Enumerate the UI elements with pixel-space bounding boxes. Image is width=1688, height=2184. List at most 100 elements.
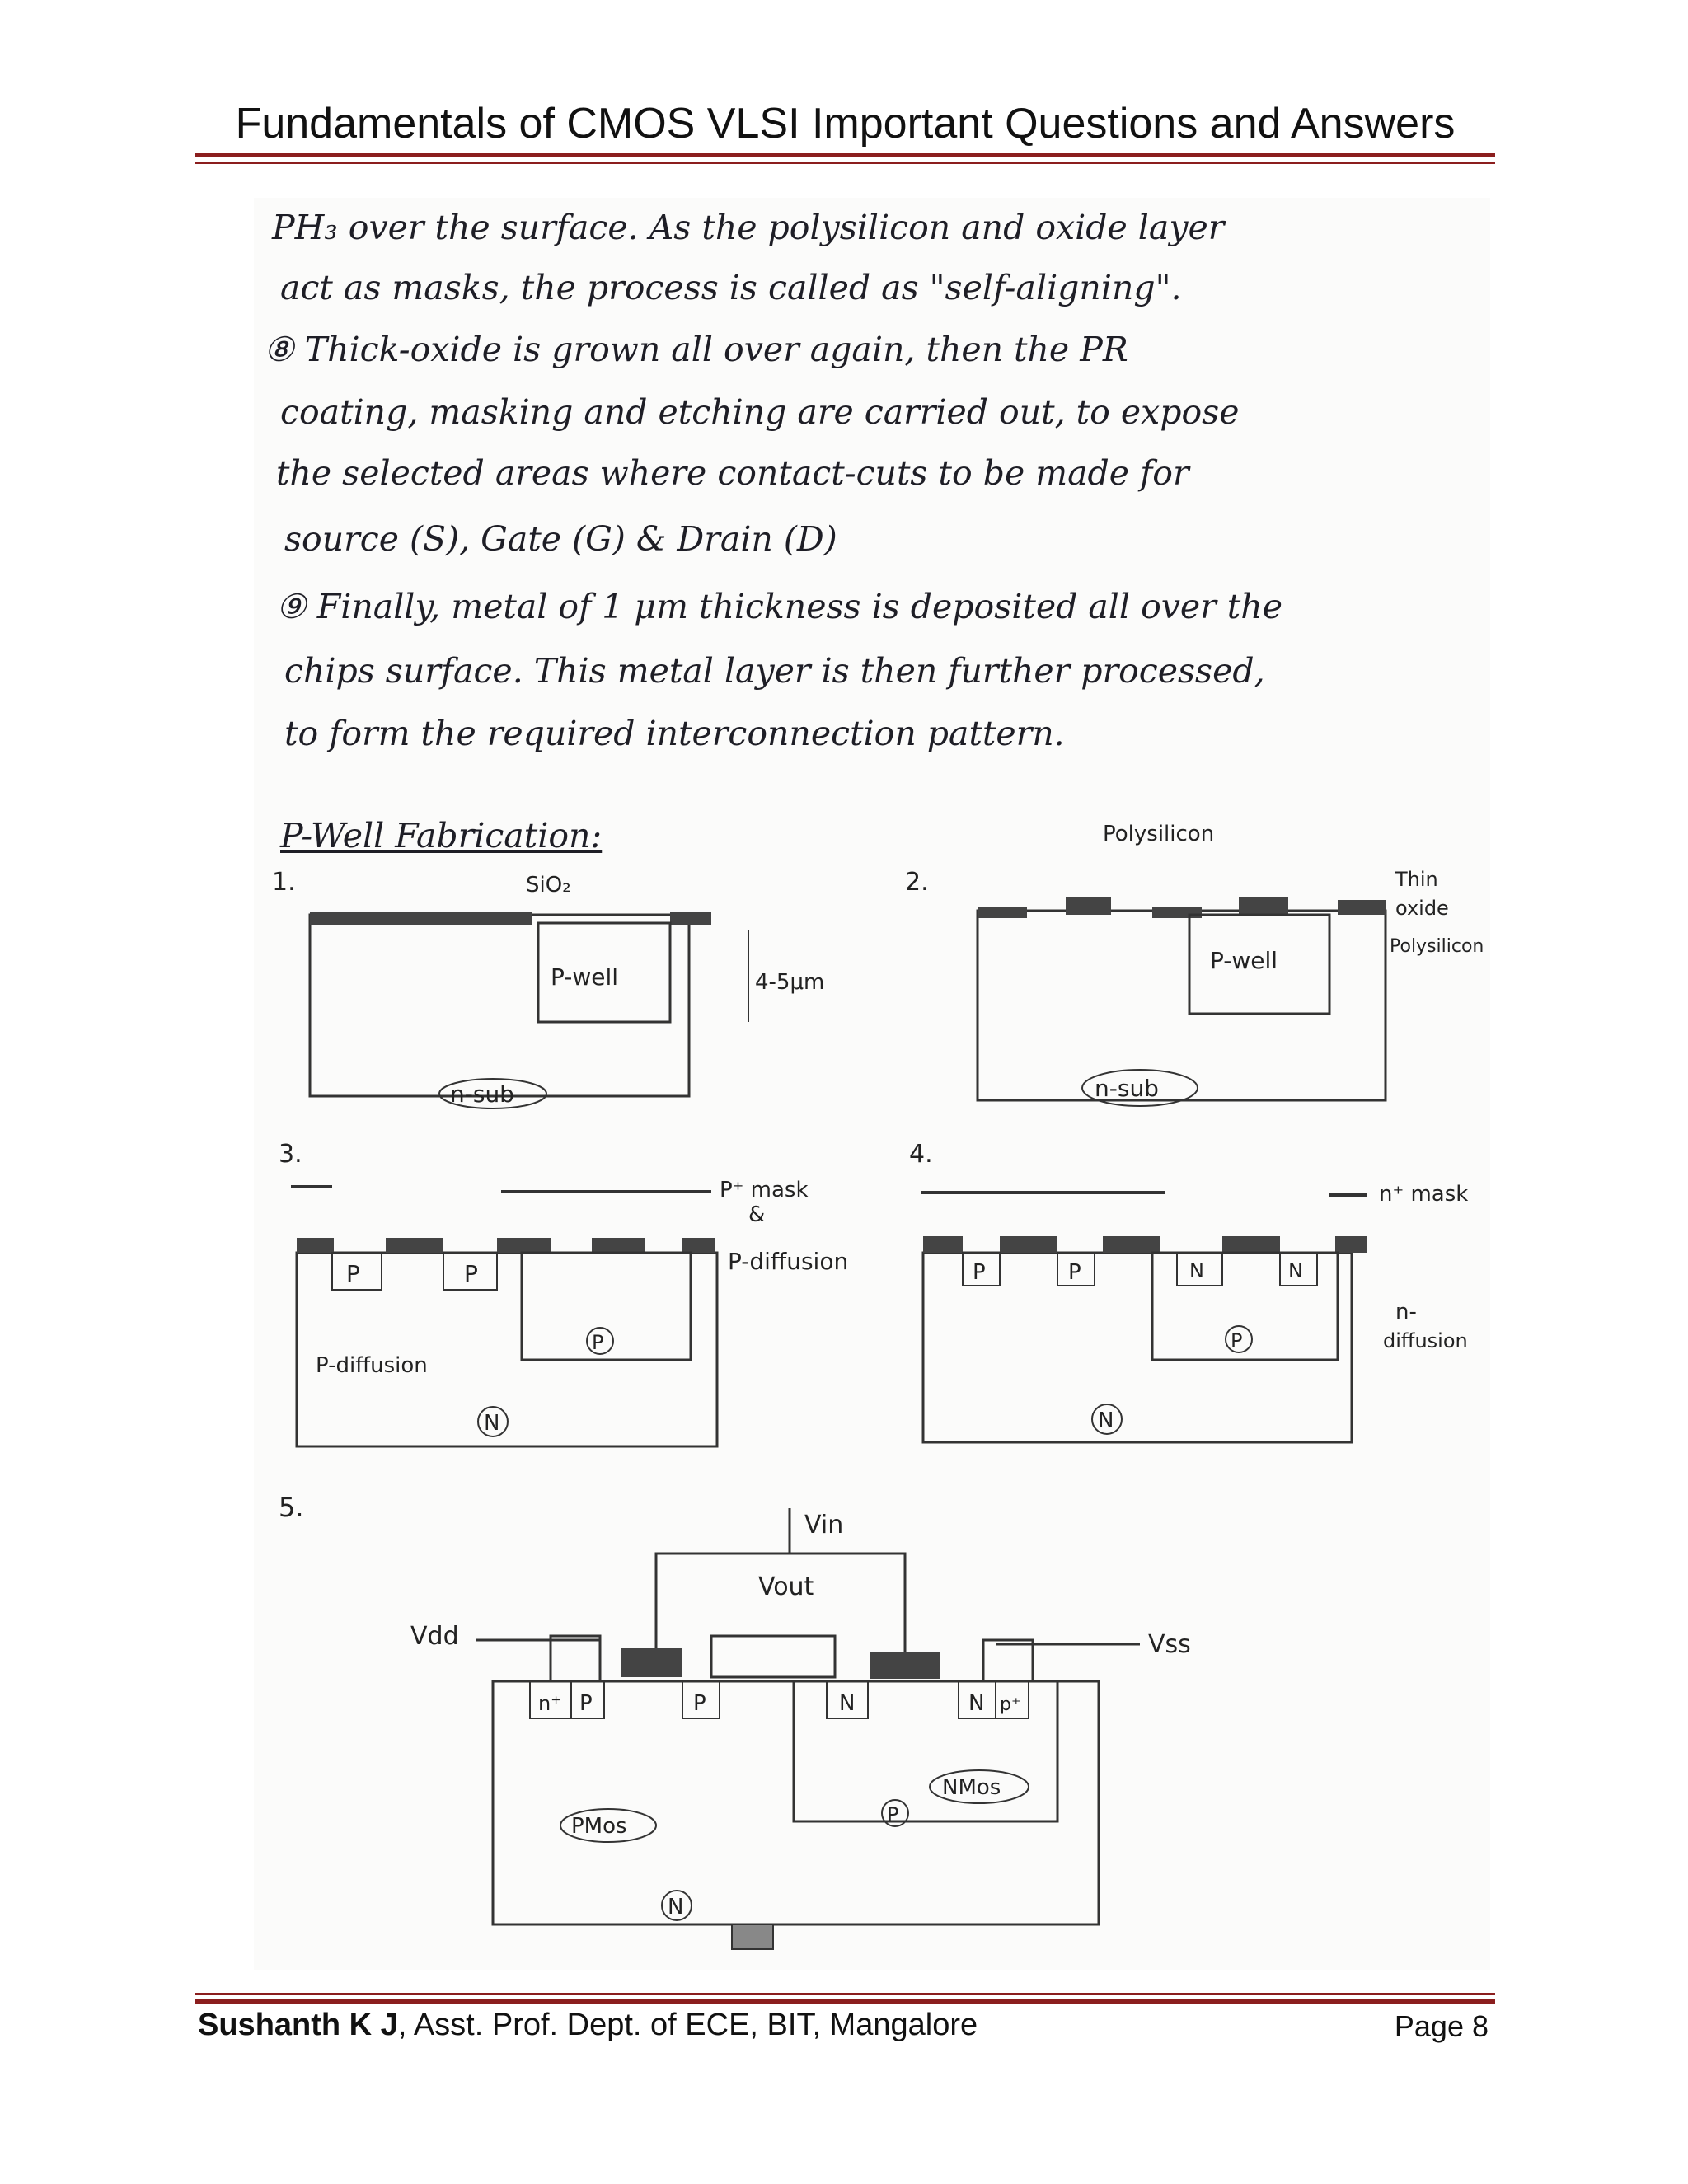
pmos-oval xyxy=(560,1808,657,1843)
diagram-2-number: 2. xyxy=(905,868,929,897)
body-contact xyxy=(731,1924,774,1950)
oxide-label: oxide xyxy=(1395,897,1449,920)
polysilicon-side-label: Polysilicon xyxy=(1390,936,1484,957)
n-label: N xyxy=(1288,1259,1303,1282)
diagram-4-number: 4. xyxy=(909,1140,933,1169)
footer-credit: Sushanth K J, Asst. Prof. Dept. of ECE, … xyxy=(198,2008,978,2043)
oxide xyxy=(1222,1236,1280,1253)
oxide xyxy=(923,1236,963,1253)
vss-label: Vss xyxy=(1148,1630,1191,1659)
header-rule-thin xyxy=(195,162,1495,164)
p-label: P xyxy=(579,1691,593,1716)
pplus-label: p⁺ xyxy=(1000,1694,1021,1715)
page-number: Page 8 xyxy=(1394,2009,1489,2043)
oxide xyxy=(1335,1236,1367,1253)
sub-circle xyxy=(661,1890,692,1921)
sub-circle xyxy=(477,1406,509,1437)
sub-label-oval xyxy=(1081,1069,1198,1107)
oxide xyxy=(1000,1236,1057,1253)
note-line: ⑨ Finally, metal of 1 μm thickness is de… xyxy=(276,587,1282,626)
n-diffusion-label: n- xyxy=(1395,1300,1417,1324)
sio2-label: SiO₂ xyxy=(526,873,571,898)
p-label: P xyxy=(464,1260,478,1287)
n-diffusion-label: diffusion xyxy=(1383,1329,1468,1352)
mask-label: P⁺ mask xyxy=(720,1178,809,1202)
substrate xyxy=(976,909,1387,1102)
oxide xyxy=(497,1238,551,1253)
note-line: to form the required interconnection pat… xyxy=(284,714,1065,753)
sub-label: N xyxy=(1098,1408,1114,1433)
pwell-label: P-well xyxy=(551,963,618,991)
p-label: P xyxy=(693,1691,706,1716)
pwell-circle xyxy=(586,1327,614,1355)
pplus-region xyxy=(995,1680,1029,1719)
pwell-label: P-well xyxy=(1210,947,1278,974)
p-label: P xyxy=(973,1260,986,1285)
sio2-layer xyxy=(670,912,711,925)
n-region xyxy=(826,1680,869,1719)
polysilicon-gate xyxy=(1066,897,1111,915)
note-line: source (S), Gate (G) & Drain (D) xyxy=(284,519,837,559)
vin-label: Vin xyxy=(804,1511,843,1540)
nplus-label: n⁺ xyxy=(538,1692,561,1715)
nmos-oval xyxy=(929,1769,1029,1804)
pwell-label: P xyxy=(1231,1329,1242,1352)
mask-label-amp: & xyxy=(748,1202,765,1227)
p-label: P xyxy=(346,1260,360,1287)
oxide xyxy=(386,1238,443,1253)
diagram-3-number: 3. xyxy=(279,1140,302,1169)
polysilicon-label: Polysilicon xyxy=(1103,822,1214,846)
sub-label: n-sub xyxy=(450,1080,514,1108)
thin-oxide xyxy=(1152,907,1202,918)
vout-label: Vout xyxy=(758,1572,814,1601)
sub-label: N xyxy=(484,1411,499,1436)
p-well xyxy=(792,1680,1059,1823)
footer-affiliation: , Asst. Prof. Dept. of ECE, BIT, Mangalo… xyxy=(397,2008,978,2042)
diagram-5-number: 5. xyxy=(279,1492,304,1523)
sub-label: n-sub xyxy=(1095,1075,1159,1102)
vdd-contact xyxy=(549,1634,602,1683)
thin-label: Thin xyxy=(1395,868,1438,891)
nmos-gate xyxy=(870,1652,940,1679)
p-region xyxy=(1057,1252,1095,1286)
p-region xyxy=(570,1680,605,1719)
pwell-circle xyxy=(881,1799,909,1827)
diagram-1-number: 1. xyxy=(272,868,296,897)
note-line: PH₃ over the surface. As the polysilicon… xyxy=(272,208,1225,247)
thick-oxide xyxy=(1338,900,1386,915)
diagram-1: 1. P-well SiO₂ 4-5μm n-sub xyxy=(272,868,824,1109)
thin-oxide xyxy=(978,907,1027,918)
pwell-label: P xyxy=(887,1803,898,1826)
p-region xyxy=(962,1252,1001,1286)
p-well xyxy=(520,1251,692,1361)
p-diffusion-region xyxy=(331,1252,382,1291)
pwell-label: P xyxy=(592,1331,603,1354)
oxide xyxy=(297,1238,334,1253)
note-line: coating, masking and etching are carried… xyxy=(280,392,1240,432)
n-region xyxy=(1176,1252,1223,1286)
n-label: N xyxy=(839,1691,855,1716)
oxide xyxy=(592,1238,645,1253)
footer-author: Sushanth K J xyxy=(198,2008,398,2042)
diagram-2: 2. P-well Polysilicon Thin oxide Polysil… xyxy=(905,822,1484,1107)
footer-rule-thin xyxy=(195,1993,1495,1995)
p-well xyxy=(537,921,672,1024)
note-line: act as masks, the process is called as "… xyxy=(280,268,1182,307)
n-region xyxy=(1279,1252,1318,1286)
pwell-circle xyxy=(1225,1325,1253,1353)
vss-contact xyxy=(982,1638,1034,1683)
vout-contact xyxy=(710,1634,837,1679)
diagram-3: 3. P⁺ mask & P-diffusion P P P P-diffusi… xyxy=(279,1140,848,1448)
oxide xyxy=(1103,1236,1160,1253)
p-well xyxy=(1151,1251,1339,1361)
gate-wire xyxy=(654,1552,907,1657)
n-label: N xyxy=(968,1691,984,1716)
p-diffusion-label: P-diffusion xyxy=(316,1353,428,1378)
p-diffusion-region xyxy=(443,1252,498,1291)
pmos-gate xyxy=(621,1648,682,1677)
vdd-label: Vdd xyxy=(410,1622,459,1651)
p-label: P xyxy=(1068,1260,1081,1285)
diagram-4: 4. n⁺ mask P P N N P n- diffusion N xyxy=(909,1140,1468,1444)
mask-label-diff: P-diffusion xyxy=(728,1248,848,1275)
oxide xyxy=(682,1238,715,1253)
